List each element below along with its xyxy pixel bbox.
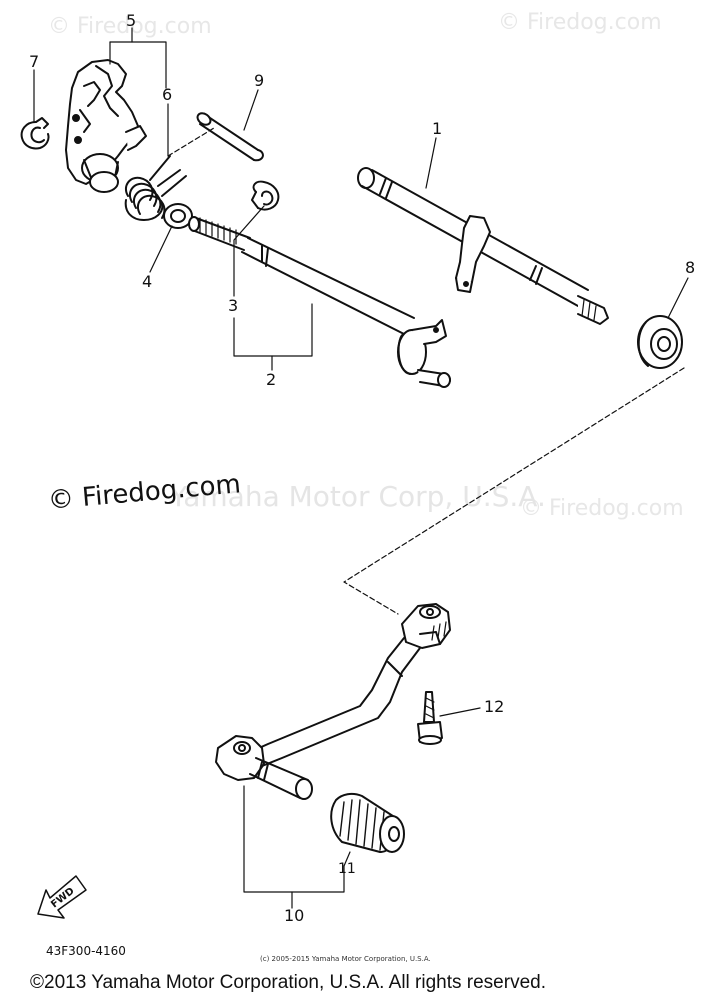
- label-leader-lines: [33, 27, 689, 909]
- part-label-6: 6: [162, 85, 173, 104]
- connection-lines: [167, 127, 685, 615]
- part-label-12: 12: [484, 697, 505, 716]
- part-7-circlip: [20, 117, 50, 150]
- part-1-shift-shaft: [357, 167, 609, 325]
- part-9-dowel-pin: [196, 112, 264, 162]
- part-4-washer: [163, 203, 193, 229]
- part-6-torsion-spring: [124, 155, 187, 221]
- part-11-rubber-footpeg: [330, 792, 405, 853]
- part-label-11: 11: [338, 861, 356, 877]
- part-3-circlip: [251, 180, 280, 211]
- part-10-shift-pedal: [215, 603, 451, 800]
- part-label-2: 2: [266, 370, 277, 389]
- diagram-part-code: 43F300-4160: [46, 944, 126, 958]
- part-8-oil-seal: [637, 315, 683, 369]
- copyright-notice: ©2013 Yamaha Motor Corporation, U.S.A. A…: [30, 972, 546, 993]
- part-label-7: 7: [29, 52, 40, 71]
- part-2-shift-shaft: [188, 216, 451, 388]
- part-label-1: 1: [432, 119, 443, 138]
- tiny-copyright: (c) 2005-2015 Yamaha Motor Corporation, …: [260, 955, 431, 963]
- part-label-9: 9: [254, 71, 265, 90]
- part-label-5: 5: [126, 11, 137, 30]
- part-label-8: 8: [685, 258, 696, 277]
- part-5-shift-lever-plate: [65, 59, 147, 193]
- part-label-4: 4: [142, 272, 153, 291]
- part-label-10: 10: [284, 906, 305, 925]
- part-12-bolt: [417, 691, 443, 745]
- fwd-arrow-icon: FWD: [37, 875, 87, 919]
- part-label-3: 3: [228, 296, 239, 315]
